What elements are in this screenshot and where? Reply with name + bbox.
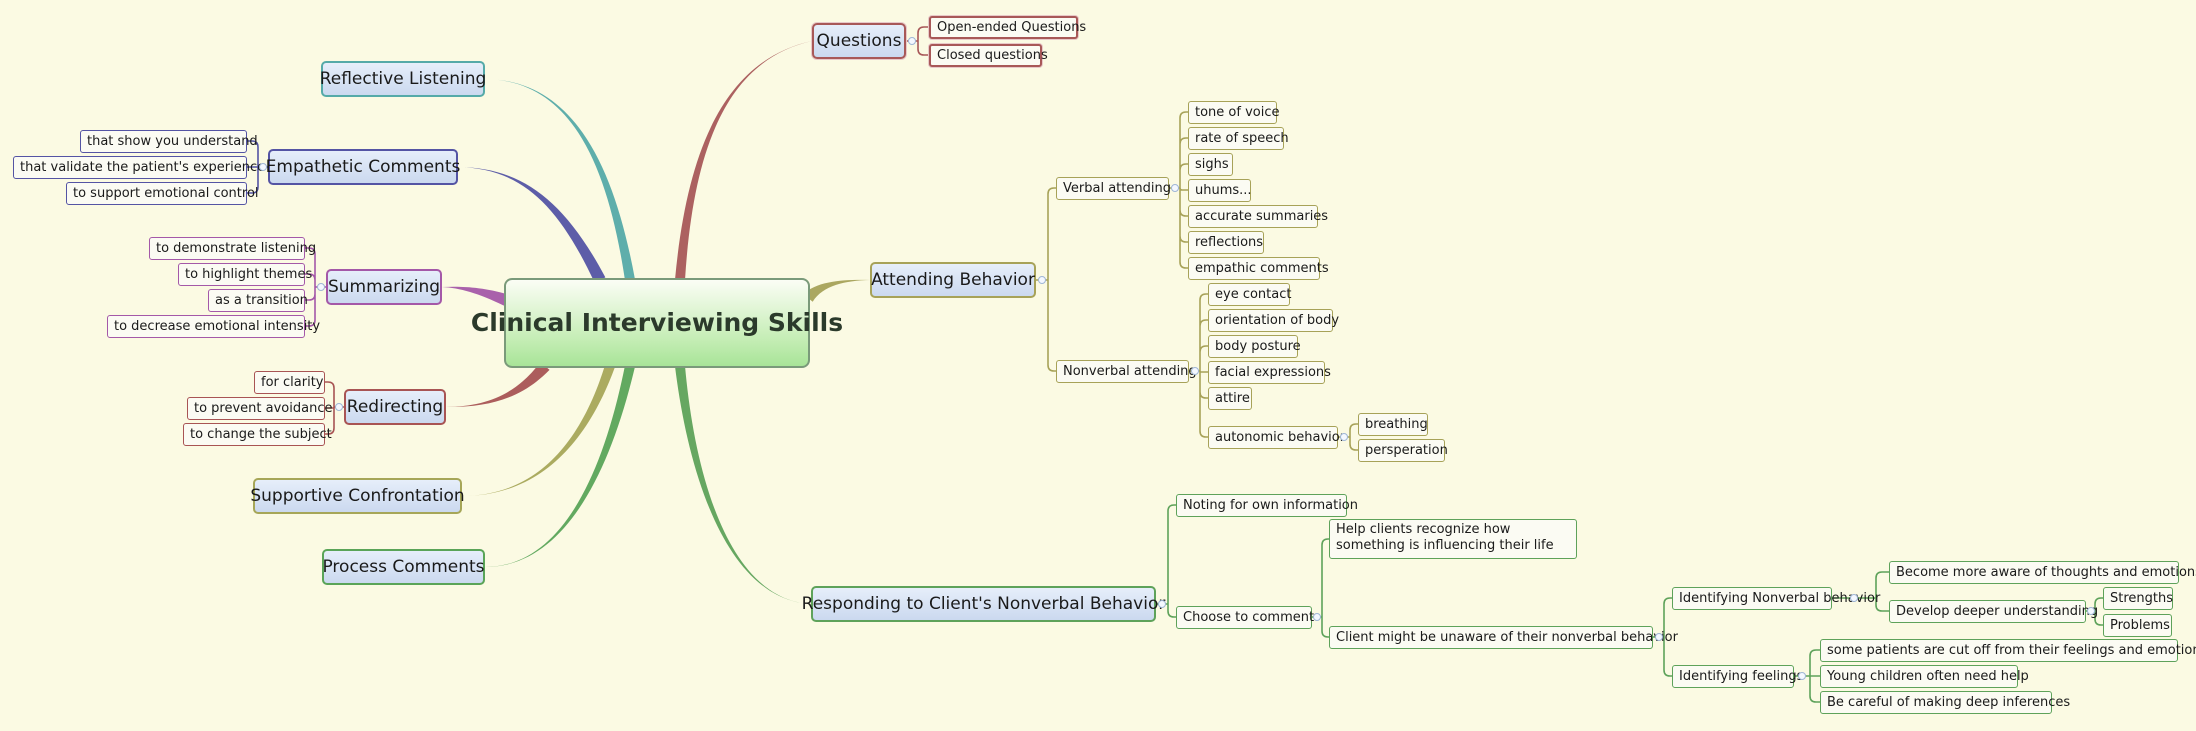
connector-choose bbox=[1312, 538, 1329, 638]
leaf-attire[interactable]: attire bbox=[1208, 387, 1252, 410]
leaf-help-clients-recognize[interactable]: Help clients recognize how something is … bbox=[1329, 519, 1577, 559]
topic-questions[interactable]: Questions bbox=[812, 23, 906, 59]
leaf-body-posture[interactable]: body posture bbox=[1208, 335, 1301, 358]
leaf-patients-cut-off[interactable]: some patients are cut off from their fee… bbox=[1820, 639, 2196, 662]
topic-responding-nonverbal[interactable]: Responding to Client's Nonverbal Behavio… bbox=[802, 586, 1165, 622]
leaf-closed-questions[interactable]: Closed questions bbox=[929, 44, 1048, 67]
leaf-strengths[interactable]: Strengths bbox=[2103, 587, 2173, 610]
collapse-toggle-unaware[interactable] bbox=[1654, 633, 1663, 641]
subtopic-nonverbal-attending[interactable]: Nonverbal attending bbox=[1056, 360, 1197, 383]
leaf-facial-expressions[interactable]: facial expressions bbox=[1208, 361, 1331, 384]
subtopic-identifying-nonverbal-behavior[interactable]: Identifying Nonverbal behavior bbox=[1672, 587, 1880, 610]
leaf-eye-contact[interactable]: eye contact bbox=[1208, 283, 1291, 306]
collapse-toggle-nonverbal[interactable] bbox=[1190, 367, 1199, 375]
leaf-rate-of-speech[interactable]: rate of speech bbox=[1188, 127, 1289, 150]
leaf-breathing[interactable]: breathing bbox=[1358, 413, 1428, 436]
topic-supportive-confrontation[interactable]: Supportive Confrontation bbox=[250, 478, 465, 514]
leaf-to-highlight-themes[interactable]: to highlight themes bbox=[178, 263, 312, 286]
collapse-toggle-questions[interactable] bbox=[908, 37, 916, 45]
subtopic-identifying-feelings[interactable]: Identifying feelings bbox=[1672, 665, 1803, 688]
subtopic-autonomic-behavior[interactable]: autonomic behavior bbox=[1208, 426, 1345, 449]
leaf-reflections[interactable]: reflections bbox=[1188, 231, 1264, 254]
root-topic[interactable]: Clinical Interviewing Skills bbox=[471, 278, 843, 368]
leaf-young-children-need-help[interactable]: Young children often need help bbox=[1820, 665, 2029, 688]
subtopic-noting-for-own-information[interactable]: Noting for own information bbox=[1176, 494, 1358, 517]
leaf-orientation-of-body[interactable]: orientation of body bbox=[1208, 309, 1339, 332]
collapse-toggle-attending[interactable] bbox=[1038, 276, 1046, 284]
leaf-that-validate-patient-experience[interactable]: that validate the patient's experience bbox=[13, 156, 265, 179]
subtopic-choose-to-comment[interactable]: Choose to comment bbox=[1176, 606, 1314, 629]
subtopic-develop-deeper-understanding[interactable]: Develop deeper understanding bbox=[1889, 600, 2098, 623]
leaf-sighs[interactable]: sighs bbox=[1188, 153, 1233, 176]
leaf-to-decrease-emotional-intensity[interactable]: to decrease emotional intensity bbox=[107, 315, 320, 338]
subtopic-client-might-be-unaware[interactable]: Client might be unaware of their nonverb… bbox=[1329, 626, 1678, 649]
leaf-tone-of-voice[interactable]: tone of voice bbox=[1188, 101, 1280, 124]
connector-redirecting bbox=[446, 362, 550, 408]
connector-responding bbox=[675, 365, 811, 604]
leaf-open-ended-questions[interactable]: Open-ended Questions bbox=[929, 16, 1086, 39]
topic-empathetic-comments[interactable]: Empathetic Comments bbox=[266, 149, 460, 185]
collapse-toggle-choose[interactable] bbox=[1313, 613, 1321, 621]
leaf-accurate-summaries[interactable]: accurate summaries bbox=[1188, 205, 1328, 228]
leaf-as-a-transition[interactable]: as a transition bbox=[208, 289, 308, 312]
collapse-toggle-summarizing[interactable] bbox=[316, 283, 325, 291]
leaf-to-change-the-subject[interactable]: to change the subject bbox=[183, 423, 332, 446]
collapse-toggle-ident-nonverbal[interactable] bbox=[1850, 594, 1858, 602]
topic-process-comments[interactable]: Process Comments bbox=[322, 549, 485, 585]
topic-summarizing[interactable]: Summarizing bbox=[326, 269, 442, 305]
leaf-empathic-comments[interactable]: empathic comments bbox=[1188, 257, 1329, 280]
collapse-toggle-verbal[interactable] bbox=[1170, 184, 1179, 192]
connector-reflective-listening bbox=[485, 79, 635, 281]
leaf-become-more-aware[interactable]: Become more aware of thoughts and emotio… bbox=[1889, 561, 2196, 584]
collapse-toggle-responding[interactable] bbox=[1158, 600, 1166, 608]
subtopic-verbal-attending[interactable]: Verbal attending bbox=[1056, 177, 1171, 200]
leaf-problems[interactable]: Problems bbox=[2103, 614, 2172, 637]
collapse-toggle-ident-feelings[interactable] bbox=[1798, 672, 1806, 680]
collapse-toggle-deeper[interactable] bbox=[2086, 607, 2095, 615]
topic-reflective-listening[interactable]: Reflective Listening bbox=[320, 61, 486, 97]
leaf-that-show-you-understand[interactable]: that show you understand bbox=[80, 130, 258, 153]
topic-redirecting[interactable]: Redirecting bbox=[344, 389, 446, 425]
leaf-persperation[interactable]: persperation bbox=[1358, 439, 1448, 462]
connector-questions bbox=[675, 41, 812, 281]
leaf-to-support-emotional-control[interactable]: to support emotional control bbox=[66, 182, 259, 205]
collapse-toggle-empathetic[interactable] bbox=[259, 163, 267, 171]
leaf-for-clarity[interactable]: for clarity bbox=[254, 371, 325, 394]
topic-attending-behavior[interactable]: Attending Behavior bbox=[870, 262, 1036, 298]
leaf-uhums[interactable]: uhums... bbox=[1188, 179, 1252, 202]
leaf-to-demonstrate-listening[interactable]: to demonstrate listening bbox=[149, 237, 316, 260]
connector-summarizing bbox=[442, 286, 509, 306]
collapse-toggle-redirecting[interactable] bbox=[335, 403, 343, 411]
root-topic-label: Clinical Interviewing Skills bbox=[470, 308, 844, 337]
connector-empathetic-comments bbox=[458, 167, 606, 283]
leaf-to-prevent-avoidance[interactable]: to prevent avoidance bbox=[187, 397, 332, 420]
leaf-careful-deep-inferences[interactable]: Be careful of making deep inferences bbox=[1820, 691, 2070, 714]
connector-attending-behavior bbox=[803, 279, 870, 302]
collapse-toggle-autonomic[interactable] bbox=[1340, 433, 1348, 441]
